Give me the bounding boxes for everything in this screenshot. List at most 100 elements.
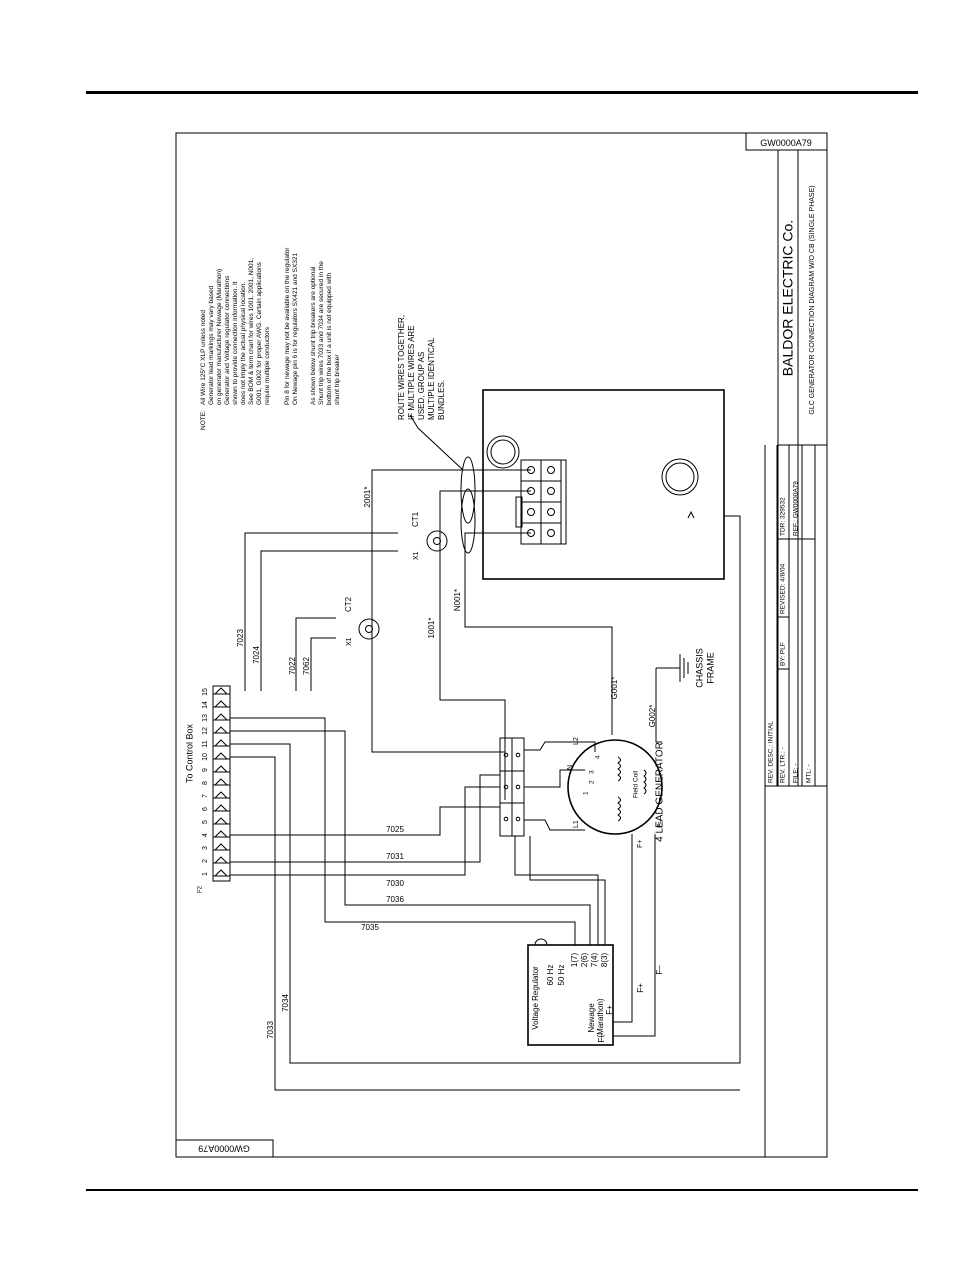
bundle-ellipse bbox=[460, 488, 476, 554]
rev-by: BY: PLF bbox=[780, 642, 787, 666]
wire-7025 bbox=[230, 806, 500, 836]
note-line: All Wire 125°C XLP unless noted bbox=[199, 310, 207, 405]
notes-block: NOTE: All Wire 125°C XLP unless noted Ge… bbox=[199, 247, 341, 430]
pin-2-6: 2(6) bbox=[580, 953, 589, 968]
wire-label-7025: 7025 bbox=[386, 825, 404, 834]
control-box-label: To Control Box bbox=[184, 723, 194, 783]
note-line: As shown below shunt trip breakers are o… bbox=[310, 266, 317, 405]
terminal-8: 8 bbox=[202, 781, 209, 785]
rev-desc: REV. DESC.: INITIAL bbox=[768, 721, 775, 783]
ct2-x1: X1 bbox=[346, 637, 353, 646]
reg-fminus: F– bbox=[597, 1033, 606, 1043]
voltage-regulator: Voltage Regulator Newage (Marathon) 60 H… bbox=[527, 938, 614, 1046]
drawing-title: GLC GENERATOR CONNECTION DIAGRAM W/O CB … bbox=[809, 185, 816, 414]
wire-label-7024: 7024 bbox=[252, 646, 261, 664]
gen-fminus-label: F– bbox=[657, 820, 664, 828]
terminal-9: 9 bbox=[202, 768, 209, 772]
field-coil-label: Field Coil bbox=[633, 770, 640, 798]
terminal-15: 15 bbox=[202, 688, 209, 696]
footer-rule bbox=[86, 1189, 918, 1191]
wire-label-n001: N001* bbox=[453, 589, 462, 611]
note-line: See BOM & term chart for wires 1001, 200… bbox=[248, 258, 255, 405]
ct2-label: CT2 bbox=[344, 596, 353, 612]
wire-1001 bbox=[439, 490, 531, 800]
note-line: require multiple conductors bbox=[264, 326, 271, 405]
drawing-number-top: GW0000A79 bbox=[760, 138, 812, 148]
winding-icon bbox=[617, 796, 621, 822]
mtl-field: MTL: - bbox=[806, 764, 813, 783]
wire-label-7036: 7036 bbox=[386, 895, 404, 904]
generator-icon bbox=[567, 739, 663, 835]
rev-revised: REVISED: 4/8/04 bbox=[780, 563, 787, 614]
route-line: BUNDLES. bbox=[437, 380, 446, 420]
route-wires-note: ROUTE WIRES TOGETHER, IF MULTIPLE WIRES … bbox=[397, 315, 446, 420]
drawing-number-box-bottom bbox=[175, 1139, 274, 1158]
wire-7022 bbox=[295, 617, 336, 691]
regulator-brand-sub: (Marathon) bbox=[596, 998, 605, 1037]
rev-ltr: REV. LTR.: - bbox=[780, 747, 787, 783]
wire-label-7033: 7033 bbox=[266, 1021, 275, 1039]
drawing-frame bbox=[175, 132, 828, 1158]
lead-label-n: N bbox=[567, 765, 574, 770]
gen-fplus-label: F+ bbox=[637, 840, 644, 848]
terminal-14: 14 bbox=[202, 701, 209, 709]
regulator-title: Voltage Regulator bbox=[531, 966, 540, 1030]
wire-7034 bbox=[230, 515, 741, 1064]
ground-lug-icon bbox=[687, 510, 695, 519]
route-line: IF MULTIPLE WIRES ARE bbox=[407, 325, 416, 420]
pin-1-7: 1(7) bbox=[570, 953, 579, 968]
wire-label-g001: G001* bbox=[610, 677, 619, 700]
terminal-11: 11 bbox=[202, 740, 209, 747]
lead-label-2: 2 bbox=[589, 780, 596, 784]
terminal-5: 5 bbox=[202, 820, 209, 824]
terminal-strip-label: F2 bbox=[198, 885, 204, 893]
wire-label-7031: 7031 bbox=[386, 852, 404, 861]
generator-terminal-block bbox=[499, 737, 525, 837]
terminal-7: 7 bbox=[202, 794, 209, 798]
terminal-2: 2 bbox=[202, 859, 209, 863]
note-line: does not imply the actual physical locat… bbox=[240, 282, 247, 405]
wire-reg-2 bbox=[514, 836, 599, 945]
wire-label-fplus: F+ bbox=[636, 983, 645, 993]
lead-label-3: 3 bbox=[589, 770, 596, 774]
wire-n001 bbox=[464, 532, 613, 735]
wire-7033 bbox=[230, 756, 740, 1091]
wire-label-7034: 7034 bbox=[281, 994, 290, 1012]
lead-label-1: 1 bbox=[583, 791, 590, 795]
header-rule bbox=[86, 91, 918, 94]
note-line: G001, G002 for proper AWG. Certain appli… bbox=[256, 261, 263, 405]
frame-label: FRAME bbox=[705, 652, 715, 684]
chassis-label: CHASSIS bbox=[694, 648, 704, 688]
terminal-10: 10 bbox=[202, 753, 209, 761]
wire-label-7023: 7023 bbox=[236, 629, 245, 647]
note-line: Generator lead markings may vary based bbox=[208, 285, 215, 405]
lead-label-l2: L2 bbox=[573, 737, 580, 745]
note-line: Pin 8 for newage may not be available on… bbox=[284, 247, 291, 405]
lead-l2 bbox=[524, 741, 596, 752]
note-line: On Newage pin 6 is for regulators SX421 … bbox=[292, 252, 299, 405]
wire-7036 bbox=[230, 730, 591, 945]
wire-label-7030: 7030 bbox=[386, 879, 404, 888]
field-coil-icon bbox=[643, 769, 647, 795]
note-line: on generator manufacturer Newage (Marath… bbox=[216, 269, 223, 405]
regulator-pot-icon bbox=[534, 938, 548, 946]
note-line: shunt trip breaker bbox=[334, 354, 341, 405]
wire-label-2001: 2001* bbox=[363, 487, 372, 508]
title-block: BALDOR ELECTRIC Co. GLC GENERATOR CONNEC… bbox=[764, 150, 827, 1158]
wire-7030 bbox=[230, 786, 500, 876]
drawing-number-bottom: GW0000A79 bbox=[198, 1144, 250, 1154]
winding-icon bbox=[617, 756, 621, 782]
terminal-12: 12 bbox=[202, 727, 209, 735]
rev-tdr: TDR: 329532 bbox=[780, 497, 787, 536]
control-box-terminals: To Control Box F2 1 2 3 4 5 6 7 8 9 10 1… bbox=[184, 685, 231, 893]
wire-g002 bbox=[655, 668, 662, 743]
wire-label-g002: G002* bbox=[648, 705, 657, 728]
route-line: MULTIPLE IDENTICAL bbox=[427, 337, 436, 420]
ct1-icon bbox=[426, 530, 448, 552]
note-line: Shunt trip wires 7033 and 7034 are secur… bbox=[318, 261, 325, 405]
pin-8-3: 8(3) bbox=[600, 953, 609, 968]
pin-7-4: 7(4) bbox=[590, 953, 599, 968]
wire-label-7035: 7035 bbox=[361, 923, 379, 932]
wire-7035 bbox=[230, 717, 576, 945]
